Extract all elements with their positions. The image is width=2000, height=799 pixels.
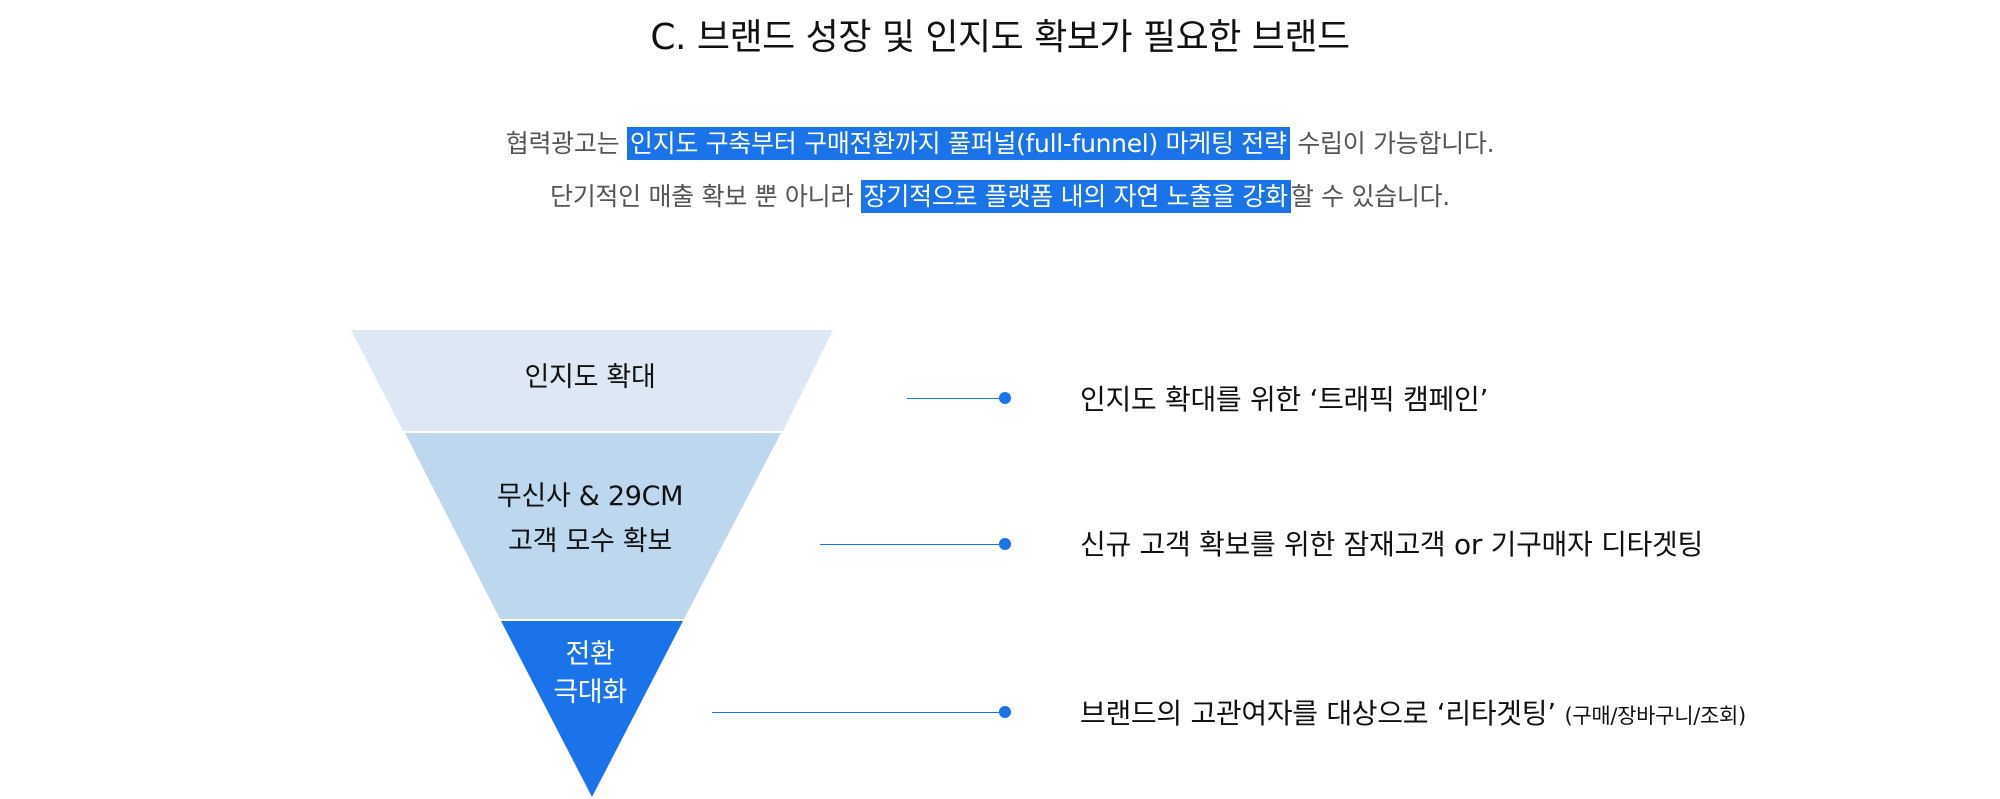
description-line-2-pre: 단기적인 매출 확보 뿐 아니라 [550,182,861,211]
funnel-stage-1-line-1: 인지도 확대 [524,362,656,393]
connector-line-2 [820,544,1007,545]
description-line-2-highlight: 장기적으로 플랫폼 내의 자연 노출을 강화 [860,180,1291,213]
description-line-1-post: 수립이 가능합니다. [1289,129,1495,158]
funnel-stage-3-label: 전환 극대화 [490,636,690,712]
strategy-item-3-text: 브랜드의 고관여자를 대상으로 ‘리타겟팅’ [1080,697,1556,730]
connector-dot-1 [999,392,1011,404]
funnel-stage-3-line-2: 극대화 [553,677,627,708]
strategy-item-3: 브랜드의 고관여자를 대상으로 ‘리타겟팅’ (구매/장바구니/조회) [1080,692,1746,732]
strategy-item-2: 신규 고객 확보를 위한 잠재고객 or 기구매자 디타겟팅 [1080,523,1703,563]
description-line-1-pre: 협력광고는 [505,129,627,158]
strategy-item-1-text: 인지도 확대를 위한 ‘트래픽 캠페인’ [1080,383,1489,416]
description-line-1: 협력광고는 인지도 구축부터 구매전환까지 풀퍼널(full-funnel) 마… [0,124,2000,160]
funnel-stage-2-line-1: 무신사 & 29CM [496,481,684,512]
page-title: C. 브랜드 성장 및 인지도 확보가 필요한 브랜드 [650,17,1350,58]
funnel-stage-2-label: 무신사 & 29CM 고객 모수 확보 [440,474,740,564]
funnel-stage-awareness [351,330,833,431]
connector-dot-2 [999,538,1011,550]
strategy-item-1: 인지도 확대를 위한 ‘트래픽 캠페인’ [1080,378,1488,418]
description-line-2-post: 할 수 있습니다. [1290,182,1450,211]
strategy-item-2-text: 신규 고객 확보를 위한 잠재고객 or 기구매자 디타겟팅 [1080,528,1703,561]
description-line-1-highlight: 인지도 구축부터 구매전환까지 풀퍼널(full-funnel) 마케팅 전략 [626,127,1290,160]
funnel-stage-conversion [501,621,683,797]
connector-line-3 [712,712,1007,713]
funnel-stage-acquisition [405,433,781,619]
funnel-stage-3-line-1: 전환 [565,639,615,670]
connector-dot-3 [999,706,1011,718]
funnel-stage-2-line-2: 고객 모수 확보 [508,526,672,557]
connector-line-1 [907,398,1007,399]
strategy-item-3-note: (구매/장바구니/조회) [1564,704,1746,728]
funnel-stage-1-label: 인지도 확대 [430,355,750,400]
